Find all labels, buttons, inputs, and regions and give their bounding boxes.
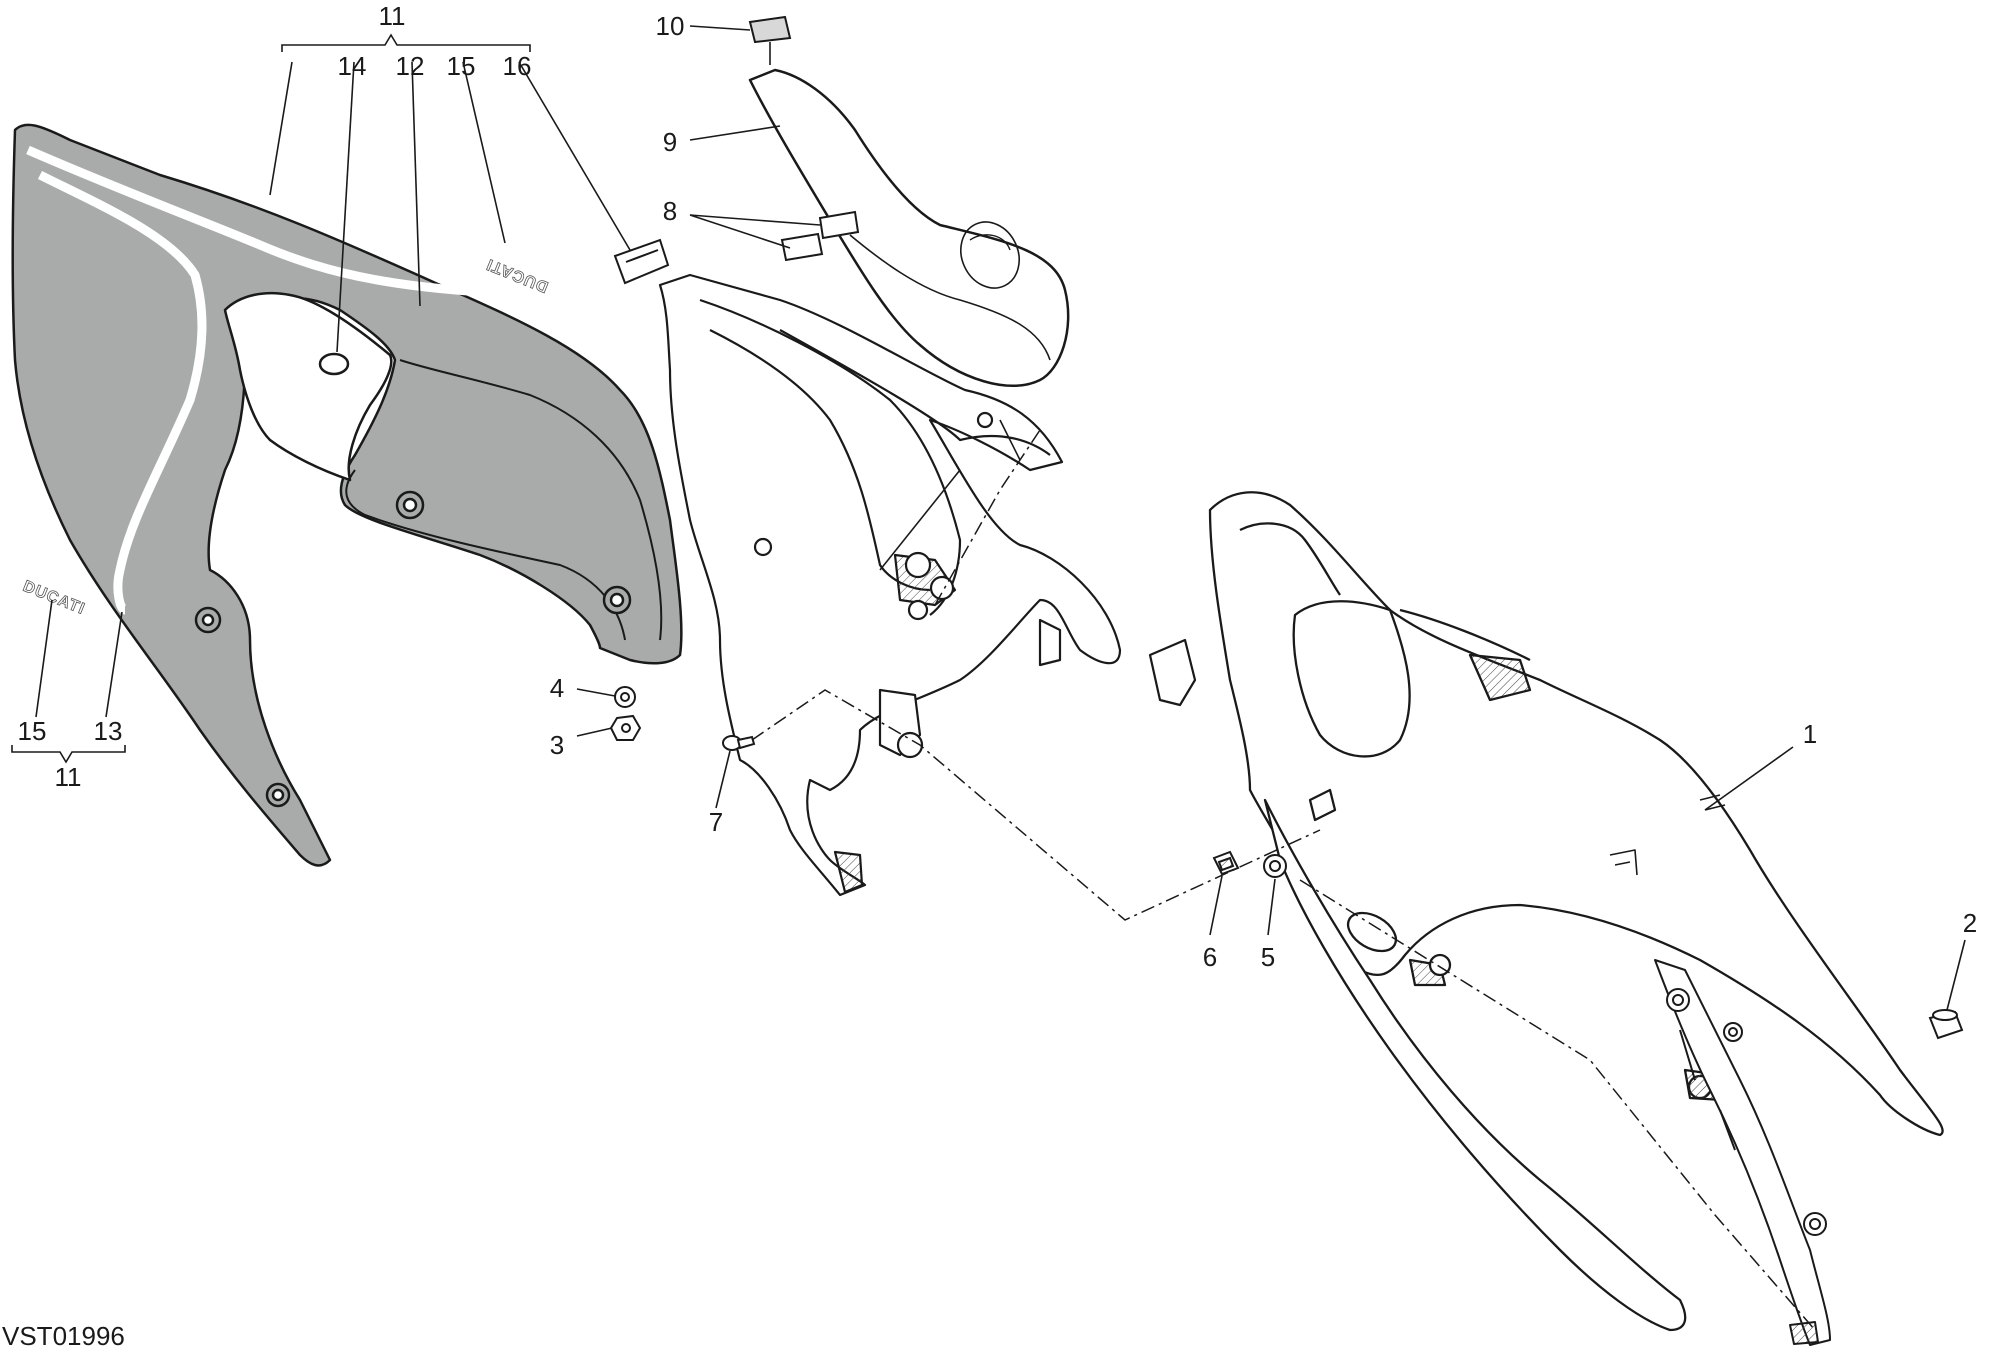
assembly-lines bbox=[751, 429, 1816, 1331]
callout-1: 1 bbox=[1803, 719, 1817, 749]
callout-7: 7 bbox=[709, 807, 723, 837]
callout-6: 6 bbox=[1203, 942, 1217, 972]
pad-8-b bbox=[780, 232, 824, 262]
lower-right-bracket bbox=[1654, 959, 1831, 1346]
callout-13: 13 bbox=[94, 716, 123, 746]
callout-11-bottom: 11 bbox=[55, 762, 82, 792]
callout-12: 12 bbox=[396, 51, 425, 81]
callout-16: 16 bbox=[503, 51, 532, 81]
nut-3 bbox=[609, 714, 642, 741]
callout-15-bottom: 15 bbox=[18, 716, 47, 746]
screw-7 bbox=[722, 735, 756, 751]
callout-11-top: 11 bbox=[379, 1, 406, 31]
pad-8-a bbox=[818, 210, 860, 240]
leader-lines bbox=[11, 25, 1966, 1011]
grommet-5 bbox=[1263, 854, 1287, 878]
callout-3: 3 bbox=[550, 730, 564, 760]
callout-labels: 11 14 12 15 16 10 9 8 4 3 7 6 5 1 2 15 1… bbox=[18, 1, 1978, 972]
right-side-panel bbox=[1208, 491, 1944, 1332]
clip-6 bbox=[1212, 850, 1240, 876]
bumper-2 bbox=[1928, 1009, 1964, 1040]
callout-15-top: 15 bbox=[447, 51, 476, 81]
tail-subframe bbox=[658, 273, 1197, 897]
callout-9: 9 bbox=[663, 127, 677, 157]
callout-14: 14 bbox=[338, 51, 367, 81]
rubber-pad-10 bbox=[748, 15, 792, 44]
drawing-code: VST01996 bbox=[2, 1321, 125, 1349]
buffer-16 bbox=[613, 238, 670, 285]
callout-8: 8 bbox=[663, 196, 677, 226]
callout-2: 2 bbox=[1963, 908, 1977, 938]
washer-4 bbox=[614, 686, 636, 708]
callout-5: 5 bbox=[1261, 942, 1275, 972]
brand-mark-lower: DUCATI bbox=[21, 578, 88, 618]
callout-4: 4 bbox=[550, 673, 564, 703]
callout-10: 10 bbox=[656, 11, 685, 41]
left-side-panel bbox=[11, 123, 683, 867]
